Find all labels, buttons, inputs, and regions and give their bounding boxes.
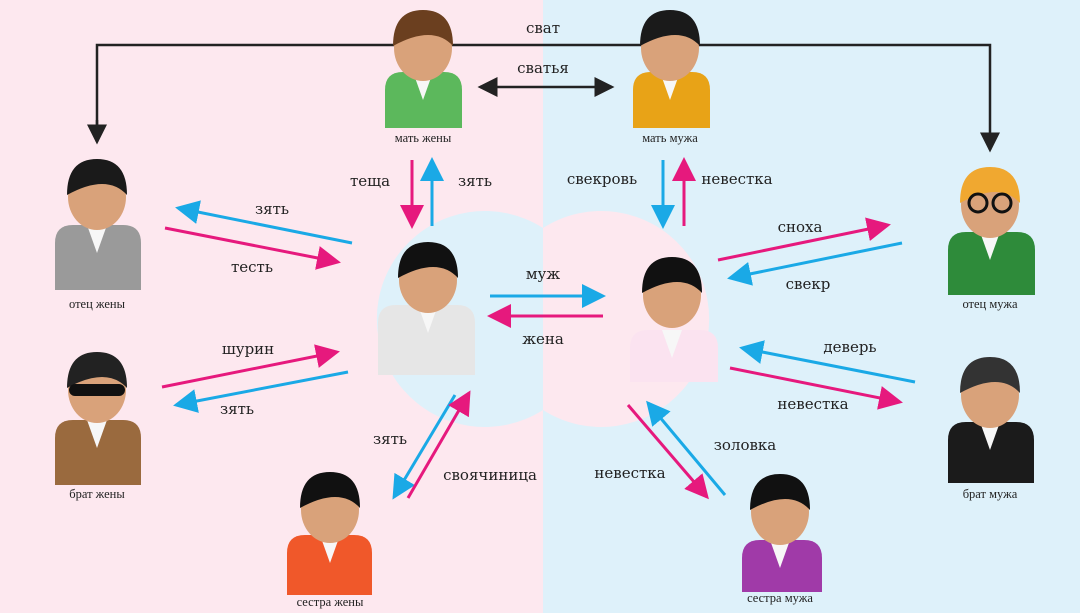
relation-label-nevestka-sister: невестка xyxy=(594,464,665,482)
relation-label-shurin: шурин xyxy=(222,340,274,358)
relation-label-dever: деверь xyxy=(823,338,876,356)
glasses-icon xyxy=(991,192,1013,214)
relation-label-svatya: сватья xyxy=(517,59,569,77)
person-collar-icon xyxy=(770,540,790,568)
person-husband-brother: брат мужа xyxy=(948,357,1034,501)
person-groom xyxy=(378,242,475,375)
person-name-label: сестра жены xyxy=(297,595,364,609)
arrow-zyat-sister xyxy=(392,394,457,500)
person-husband-sister: сестра мужа xyxy=(742,474,822,605)
person-husband-mother: мать мужа xyxy=(633,10,710,145)
person-name-label: отец жены xyxy=(69,297,126,311)
arrow-zyat-father xyxy=(175,200,353,245)
person-hair-icon xyxy=(398,242,458,278)
person-name-label: брат мужа xyxy=(963,487,1018,501)
relation-label-nevestka-mother: невестка xyxy=(701,170,772,188)
person-body-icon xyxy=(948,232,1035,295)
relation-label-snokha: сноха xyxy=(778,218,823,236)
relation-label-zolovka: золовка xyxy=(714,436,777,454)
person-body-icon xyxy=(633,72,710,128)
person-collar-icon xyxy=(980,232,1000,260)
relation-label-zyat-brother: зять xyxy=(220,400,254,418)
person-body-icon xyxy=(55,420,141,485)
relation-label-test: тесть xyxy=(231,258,273,276)
relation-label-svekr: свекр xyxy=(786,275,831,293)
person-collar-icon xyxy=(980,422,1000,450)
relation-label-zyat-sister: зять xyxy=(373,430,407,448)
person-hair-icon xyxy=(393,10,453,46)
relation-label-muzh: муж xyxy=(526,265,560,283)
person-body-icon xyxy=(630,330,718,382)
person-hair-icon xyxy=(960,357,1020,393)
relation-label-nevestka-brother: невестка xyxy=(777,395,848,413)
person-hair-icon xyxy=(750,474,810,510)
person-name-label: брат жены xyxy=(69,487,125,501)
relation-label-zhena: жена xyxy=(522,330,564,348)
person-body-icon xyxy=(378,305,475,375)
relation-label-svat: сват xyxy=(526,19,560,37)
arrow-test xyxy=(164,226,341,270)
relation-label-tescha: теща xyxy=(350,172,390,190)
person-name-label: отец мужа xyxy=(962,297,1018,311)
glasses-icon xyxy=(967,192,989,214)
person-body-icon xyxy=(742,540,822,592)
person-wife-sister: сестра жены xyxy=(287,472,372,609)
relation-label-zyat-father: зять xyxy=(255,200,289,218)
arrow-nevestka-sister xyxy=(626,404,709,500)
person-body-icon xyxy=(287,535,372,595)
person-wife-father: отец жены xyxy=(55,159,141,311)
person-name-label: мать мужа xyxy=(642,131,698,145)
person-wife-mother: мать жены xyxy=(385,10,462,145)
person-body-icon xyxy=(948,422,1034,483)
person-collar-icon xyxy=(87,420,107,448)
person-body-icon xyxy=(385,72,462,128)
arrow-zolovka xyxy=(646,400,727,496)
arrow-shurin xyxy=(161,344,340,389)
arrow-snokha xyxy=(717,217,891,262)
arrow-svekr xyxy=(727,241,903,286)
arrow-dever xyxy=(739,340,916,384)
person-collar-icon xyxy=(662,330,682,358)
person-hair-icon xyxy=(642,257,702,293)
arrow-zyat-brother xyxy=(173,370,349,413)
person-name-label: мать жены xyxy=(395,131,452,145)
relation-label-zyat-mother: зять xyxy=(458,172,492,190)
person-hair-icon xyxy=(640,10,700,46)
person-hair-icon xyxy=(67,159,127,195)
person-bride xyxy=(630,257,718,382)
person-name-label: сестра мужа xyxy=(747,591,813,605)
svat-connector xyxy=(95,43,1000,153)
person-hair-icon xyxy=(67,352,127,388)
person-collar-icon xyxy=(87,225,107,253)
relation-label-svoyachinitsa: своячиница xyxy=(443,466,537,484)
person-hair-icon xyxy=(300,472,360,508)
arrow-svoyachinitsa xyxy=(406,390,471,499)
sunglasses-icon xyxy=(69,384,125,396)
arrow-nevestka-brother xyxy=(729,366,903,410)
relation-label-svekrov: свекровь xyxy=(567,170,637,188)
person-body-icon xyxy=(55,225,141,290)
